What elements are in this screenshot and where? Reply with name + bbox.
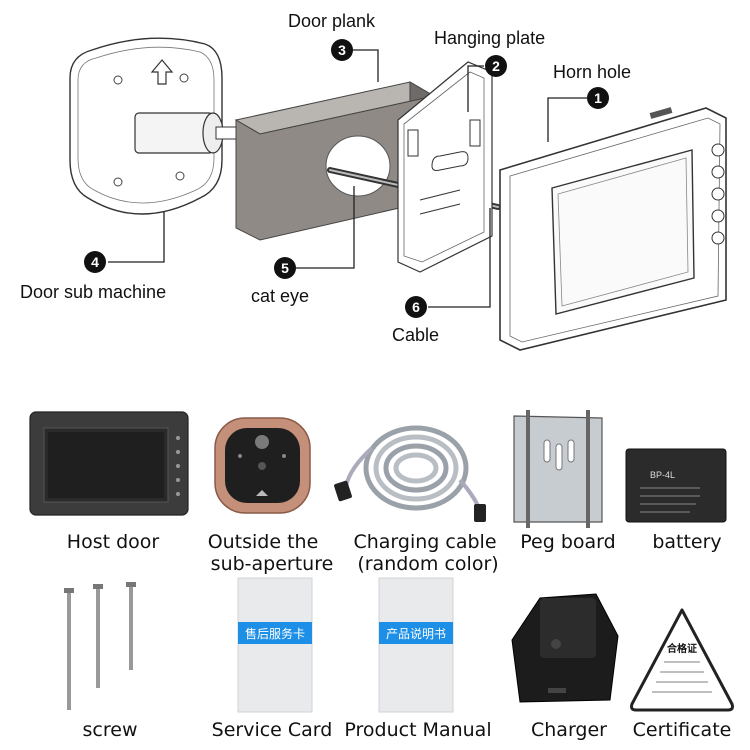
- item-caption: sub-aperture: [211, 553, 334, 575]
- callout-label: cat eye: [251, 286, 309, 306]
- door-sub-machine-drawing: [69, 37, 237, 215]
- item-caption: Service Card: [212, 719, 333, 741]
- item-caption: battery: [652, 531, 721, 553]
- leader-lines: [108, 49, 606, 308]
- certificate-title: 合格证: [666, 642, 697, 655]
- callout-number: 5: [281, 260, 289, 276]
- callout-label: Door sub machine: [20, 282, 166, 302]
- callout-badge: [587, 87, 609, 109]
- item-caption: screw: [83, 719, 138, 741]
- callout-number: 1: [594, 90, 602, 106]
- battery-item: BP-4L battery: [625, 448, 727, 553]
- screw-item: screw: [64, 582, 137, 741]
- charger-item: Charger: [511, 593, 619, 741]
- item-caption: Certificate: [633, 719, 732, 741]
- item-caption: Charging cable: [353, 531, 496, 553]
- callout-badge: [405, 296, 427, 318]
- callout-5: 5 cat eye: [251, 257, 309, 306]
- callout-number: 3: [338, 42, 346, 58]
- item-caption: Host door: [67, 531, 160, 553]
- callout-number: 6: [412, 299, 420, 315]
- callout-3: 3 Door plank: [288, 11, 376, 61]
- callout-number: 2: [492, 58, 500, 74]
- item-caption: Product Manual: [344, 719, 491, 741]
- callout-number: 4: [91, 254, 99, 270]
- battery-model-text: BP-4L: [650, 470, 675, 480]
- peg-board-item: Peg board: [513, 410, 616, 553]
- item-caption: Outside the: [208, 531, 319, 553]
- callout-4: 4 Door sub machine: [20, 251, 166, 302]
- callout-1: 1 Horn hole: [553, 62, 631, 109]
- callout-6: 6 Cable: [392, 296, 439, 345]
- callout-2: 2 Hanging plate: [434, 28, 545, 77]
- outside-sub-aperture-item: Outside the sub-aperture: [208, 417, 334, 575]
- service-card-text: 售后服务卡: [245, 626, 305, 641]
- charging-cable-item: Charging cable (random color): [334, 425, 499, 575]
- callout-label: Cable: [392, 325, 439, 345]
- item-caption: Charger: [531, 719, 607, 741]
- certificate-item: 合格证 Certificate: [630, 608, 734, 741]
- callout-badge: [84, 251, 106, 273]
- product-manual-text: 产品说明书: [386, 626, 446, 641]
- callout-badge: [485, 55, 507, 77]
- hanging-plate-drawing: [397, 61, 493, 273]
- callout-label: Horn hole: [553, 62, 631, 82]
- callout-badge: [274, 257, 296, 279]
- callout-label: Door plank: [288, 11, 376, 31]
- host-door-item: Host door: [29, 411, 189, 553]
- service-card-item: 售后服务卡 Service Card: [212, 577, 333, 741]
- item-caption: (random color): [357, 553, 498, 575]
- callout-badge: [331, 39, 353, 61]
- host-screen-drawing: [499, 107, 727, 351]
- callout-label: Hanging plate: [434, 28, 545, 48]
- product-manual-item: 产品说明书 Product Manual: [344, 577, 492, 741]
- item-caption: Peg board: [520, 531, 615, 553]
